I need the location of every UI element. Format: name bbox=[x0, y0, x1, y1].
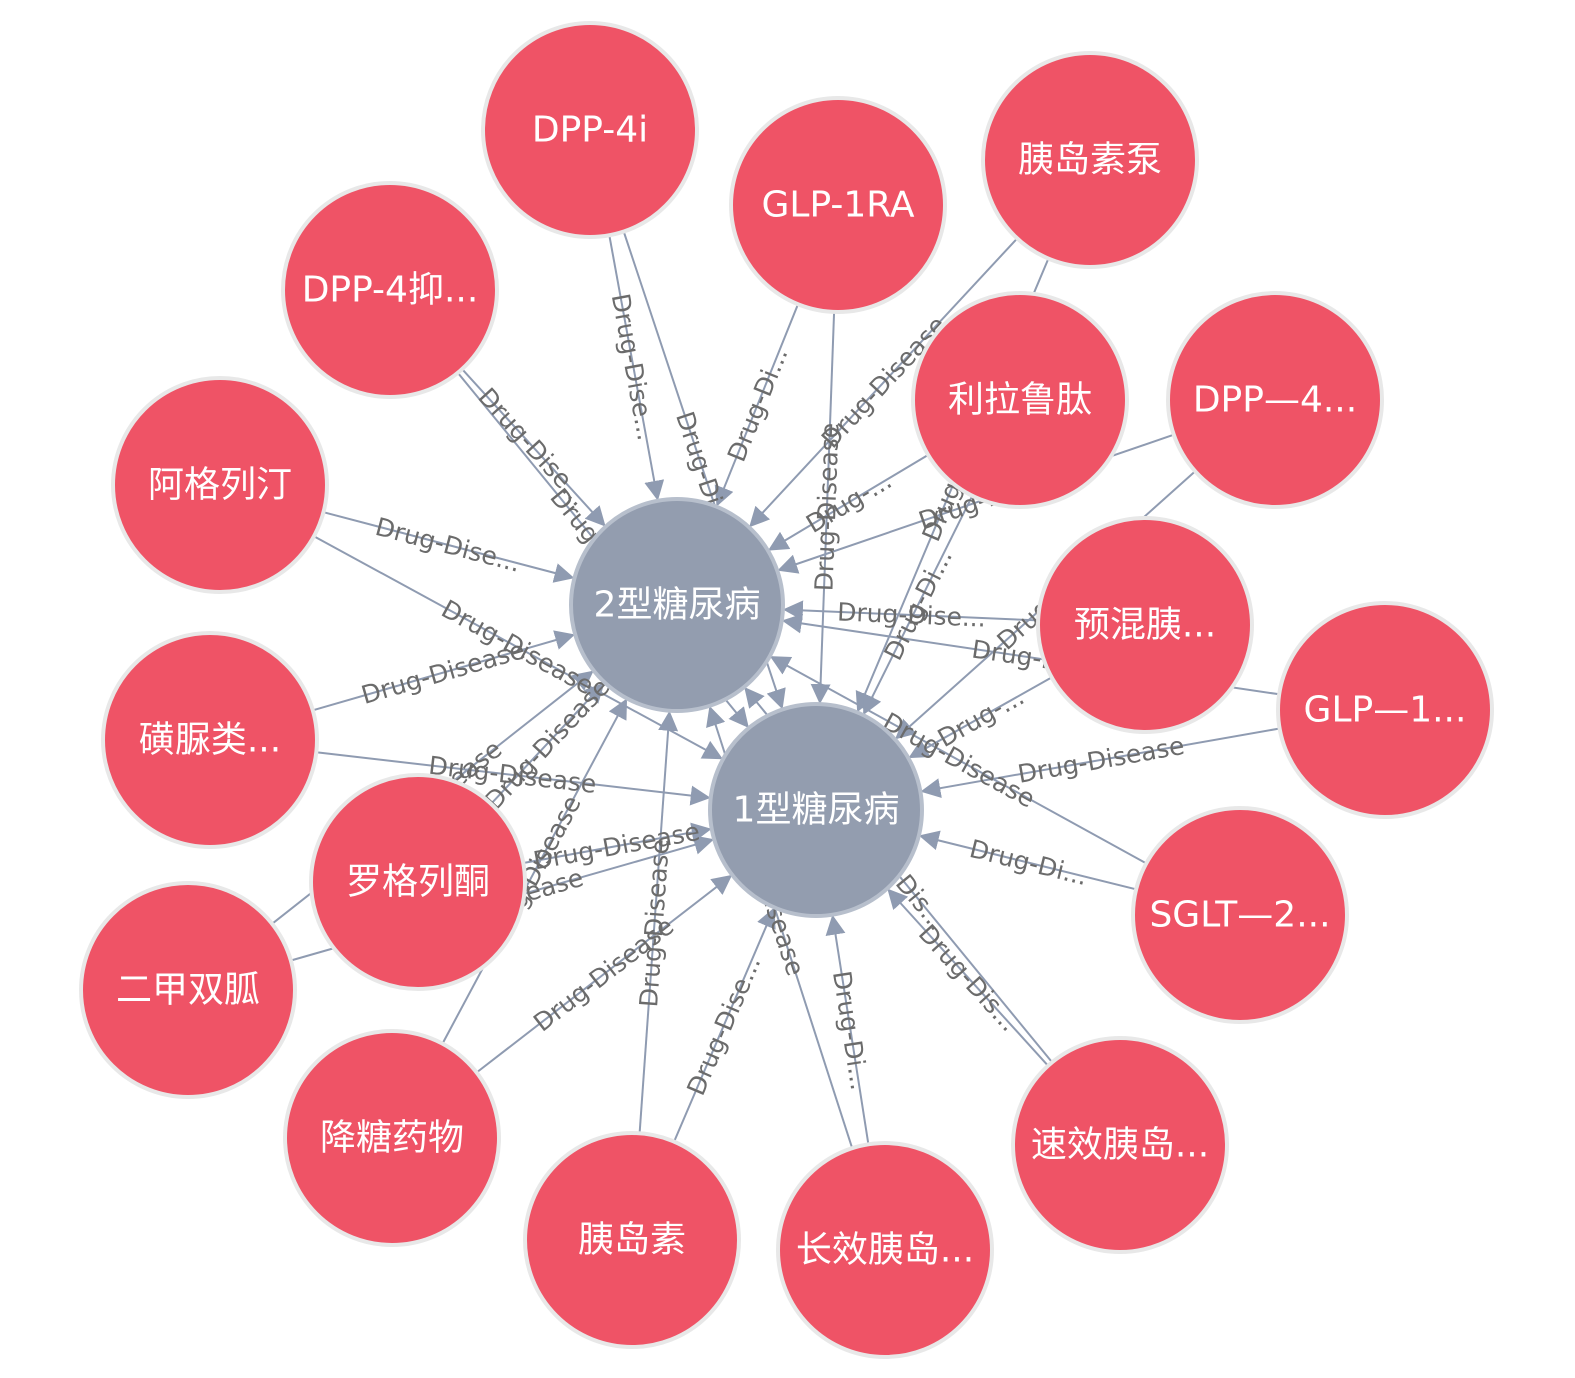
edge-insulin-t1[interactable] bbox=[673, 907, 776, 1142]
drug-label: 长效胰岛... bbox=[796, 1230, 974, 1271]
drug-node-insulin[interactable]: 胰岛素 bbox=[523, 1131, 741, 1349]
edge-rapid-t1[interactable] bbox=[887, 888, 1049, 1067]
edge-longacting-t1[interactable] bbox=[825, 914, 870, 1145]
drug-node-hypoglycemic[interactable]: 降糖药物 bbox=[283, 1029, 501, 1247]
disease-label: 2型糖尿病 bbox=[594, 585, 761, 626]
edge-dpp4inh-t2[interactable] bbox=[461, 368, 606, 527]
edge-glp1dash-t1[interactable] bbox=[920, 727, 1280, 799]
edge-premix-t1[interactable] bbox=[908, 676, 1053, 759]
drug-label: 二甲双胍 bbox=[116, 970, 260, 1011]
drug-node-liraglutide[interactable]: 利拉鲁肽 bbox=[911, 291, 1129, 509]
drug-circle[interactable] bbox=[981, 51, 1199, 269]
drug-node-glp1ra[interactable]: GLP-1RA bbox=[729, 96, 947, 314]
edge-sulfonylurea-t2[interactable] bbox=[312, 630, 576, 712]
drug-label: DPP—4... bbox=[1193, 380, 1357, 421]
drug-label: 胰岛素泵 bbox=[1018, 140, 1162, 181]
disease-node-t1[interactable]: 1型糖尿病 bbox=[708, 702, 924, 918]
edge-label: Drug-Dise... bbox=[372, 512, 523, 578]
drug-circle[interactable] bbox=[729, 96, 947, 314]
drug-circle[interactable] bbox=[1036, 516, 1254, 734]
drug-circle[interactable] bbox=[523, 1131, 741, 1349]
drug-label: SGLT—2... bbox=[1149, 895, 1330, 936]
edge-label: Drug-Di... bbox=[722, 343, 794, 465]
drug-circle[interactable] bbox=[309, 773, 527, 991]
drug-node-dpp4i[interactable]: DPP-4i bbox=[481, 21, 699, 239]
edge-sulfonylurea-t1[interactable] bbox=[316, 751, 711, 806]
drug-label: 罗格列酮 bbox=[346, 862, 490, 903]
drug-node-pump[interactable]: 胰岛素泵 bbox=[981, 51, 1199, 269]
drug-circle[interactable] bbox=[111, 376, 329, 594]
drug-label: 磺脲类... bbox=[139, 720, 281, 761]
edge-label: Drug-Di... bbox=[827, 969, 874, 1092]
drug-circle[interactable] bbox=[1276, 601, 1494, 819]
edge-glp1ra-t2[interactable] bbox=[714, 303, 799, 507]
disease-circle[interactable] bbox=[569, 497, 785, 713]
edge-label: Drug-Dis... bbox=[913, 919, 1024, 1037]
edge-label: Drug-Disease bbox=[634, 838, 675, 1008]
edge-sglt2-t1[interactable] bbox=[918, 830, 1137, 891]
drug-node-dpp4inh[interactable]: DPP-4抑... bbox=[281, 181, 499, 399]
drug-circle[interactable] bbox=[101, 631, 319, 849]
edge-dpp4i-t2[interactable] bbox=[608, 235, 665, 501]
drug-circle[interactable] bbox=[911, 291, 1129, 509]
edge-liraglutide-t1[interactable] bbox=[863, 495, 974, 716]
drug-circle[interactable] bbox=[481, 21, 699, 239]
disease-node-t2[interactable]: 2型糖尿病 bbox=[569, 497, 785, 713]
drug-node-premix[interactable]: 预混胰... bbox=[1036, 516, 1254, 734]
drug-circle[interactable] bbox=[79, 881, 297, 1099]
drug-node-longacting[interactable]: 长效胰岛... bbox=[776, 1141, 994, 1359]
disease-label: 1型糖尿病 bbox=[733, 790, 900, 831]
drug-label: GLP-1RA bbox=[762, 185, 915, 226]
drug-circle[interactable] bbox=[283, 1029, 501, 1247]
drug-node-metformin[interactable]: 二甲双胍 bbox=[79, 881, 297, 1099]
drug-label: 阿格列汀 bbox=[148, 465, 292, 506]
edge-rosiglitazone-t1[interactable] bbox=[523, 822, 712, 864]
edge-label: Drug-Disease bbox=[358, 635, 528, 710]
edge-premix-t2[interactable] bbox=[782, 600, 1039, 622]
edge-insulin-t2[interactable] bbox=[638, 710, 679, 1134]
edge-hypoglycemic-t2[interactable] bbox=[441, 698, 628, 1045]
drug-node-dpp4dash[interactable]: DPP—4... bbox=[1166, 291, 1384, 509]
edge-label: Drug-Dise... bbox=[681, 951, 766, 1099]
drug-circle[interactable] bbox=[776, 1141, 994, 1359]
drug-label: 胰岛素 bbox=[578, 1220, 686, 1261]
drug-label: 利拉鲁肽 bbox=[948, 380, 1092, 421]
edge-label: Drug-Dise... bbox=[606, 291, 661, 443]
drug-label: GLP—1... bbox=[1304, 690, 1467, 731]
drug-node-sulfonylurea[interactable]: 磺脲类... bbox=[101, 631, 319, 849]
edge-pump-t2[interactable] bbox=[749, 237, 1018, 528]
drug-node-sglt2[interactable]: SGLT—2... bbox=[1131, 806, 1349, 1024]
drug-circle[interactable] bbox=[1131, 806, 1349, 1024]
edge-label: Drug-Dise... bbox=[837, 597, 987, 632]
edge-hypoglycemic-t1[interactable] bbox=[475, 874, 733, 1074]
edge-acarbose-t2[interactable] bbox=[323, 511, 575, 583]
drug-label: DPP-4i bbox=[532, 110, 648, 151]
drug-node-glp1dash[interactable]: GLP—1... bbox=[1276, 601, 1494, 819]
edge-liraglutide-t2[interactable] bbox=[767, 454, 929, 551]
drug-label: 预混胰... bbox=[1074, 605, 1216, 646]
drug-label: DPP-4抑... bbox=[302, 270, 479, 311]
drug-label: 速效胰岛... bbox=[1031, 1125, 1209, 1166]
edge-label: Drug-Di... bbox=[967, 834, 1091, 891]
drug-circle[interactable] bbox=[1166, 291, 1384, 509]
edge-acarbose-t1[interactable] bbox=[313, 535, 723, 760]
drug-circle[interactable] bbox=[281, 181, 499, 399]
drug-circle[interactable] bbox=[1011, 1036, 1229, 1254]
edge-glp1ra-t1[interactable] bbox=[810, 311, 836, 705]
disease-circle[interactable] bbox=[708, 702, 924, 918]
edge-sglt2-t2[interactable] bbox=[769, 656, 1147, 865]
edge-label: Drug-Disease bbox=[1015, 731, 1186, 789]
drug-node-acarbose[interactable]: 阿格列汀 bbox=[111, 376, 329, 594]
drug-label: 降糖药物 bbox=[320, 1118, 464, 1159]
edge-label: Drug-Disease bbox=[809, 422, 844, 592]
drug-node-rapid[interactable]: 速效胰岛... bbox=[1011, 1036, 1229, 1254]
edge-rosiglitazone-t2[interactable] bbox=[490, 682, 605, 805]
drug-node-rosiglitazone[interactable]: 罗格列酮 bbox=[309, 773, 527, 991]
